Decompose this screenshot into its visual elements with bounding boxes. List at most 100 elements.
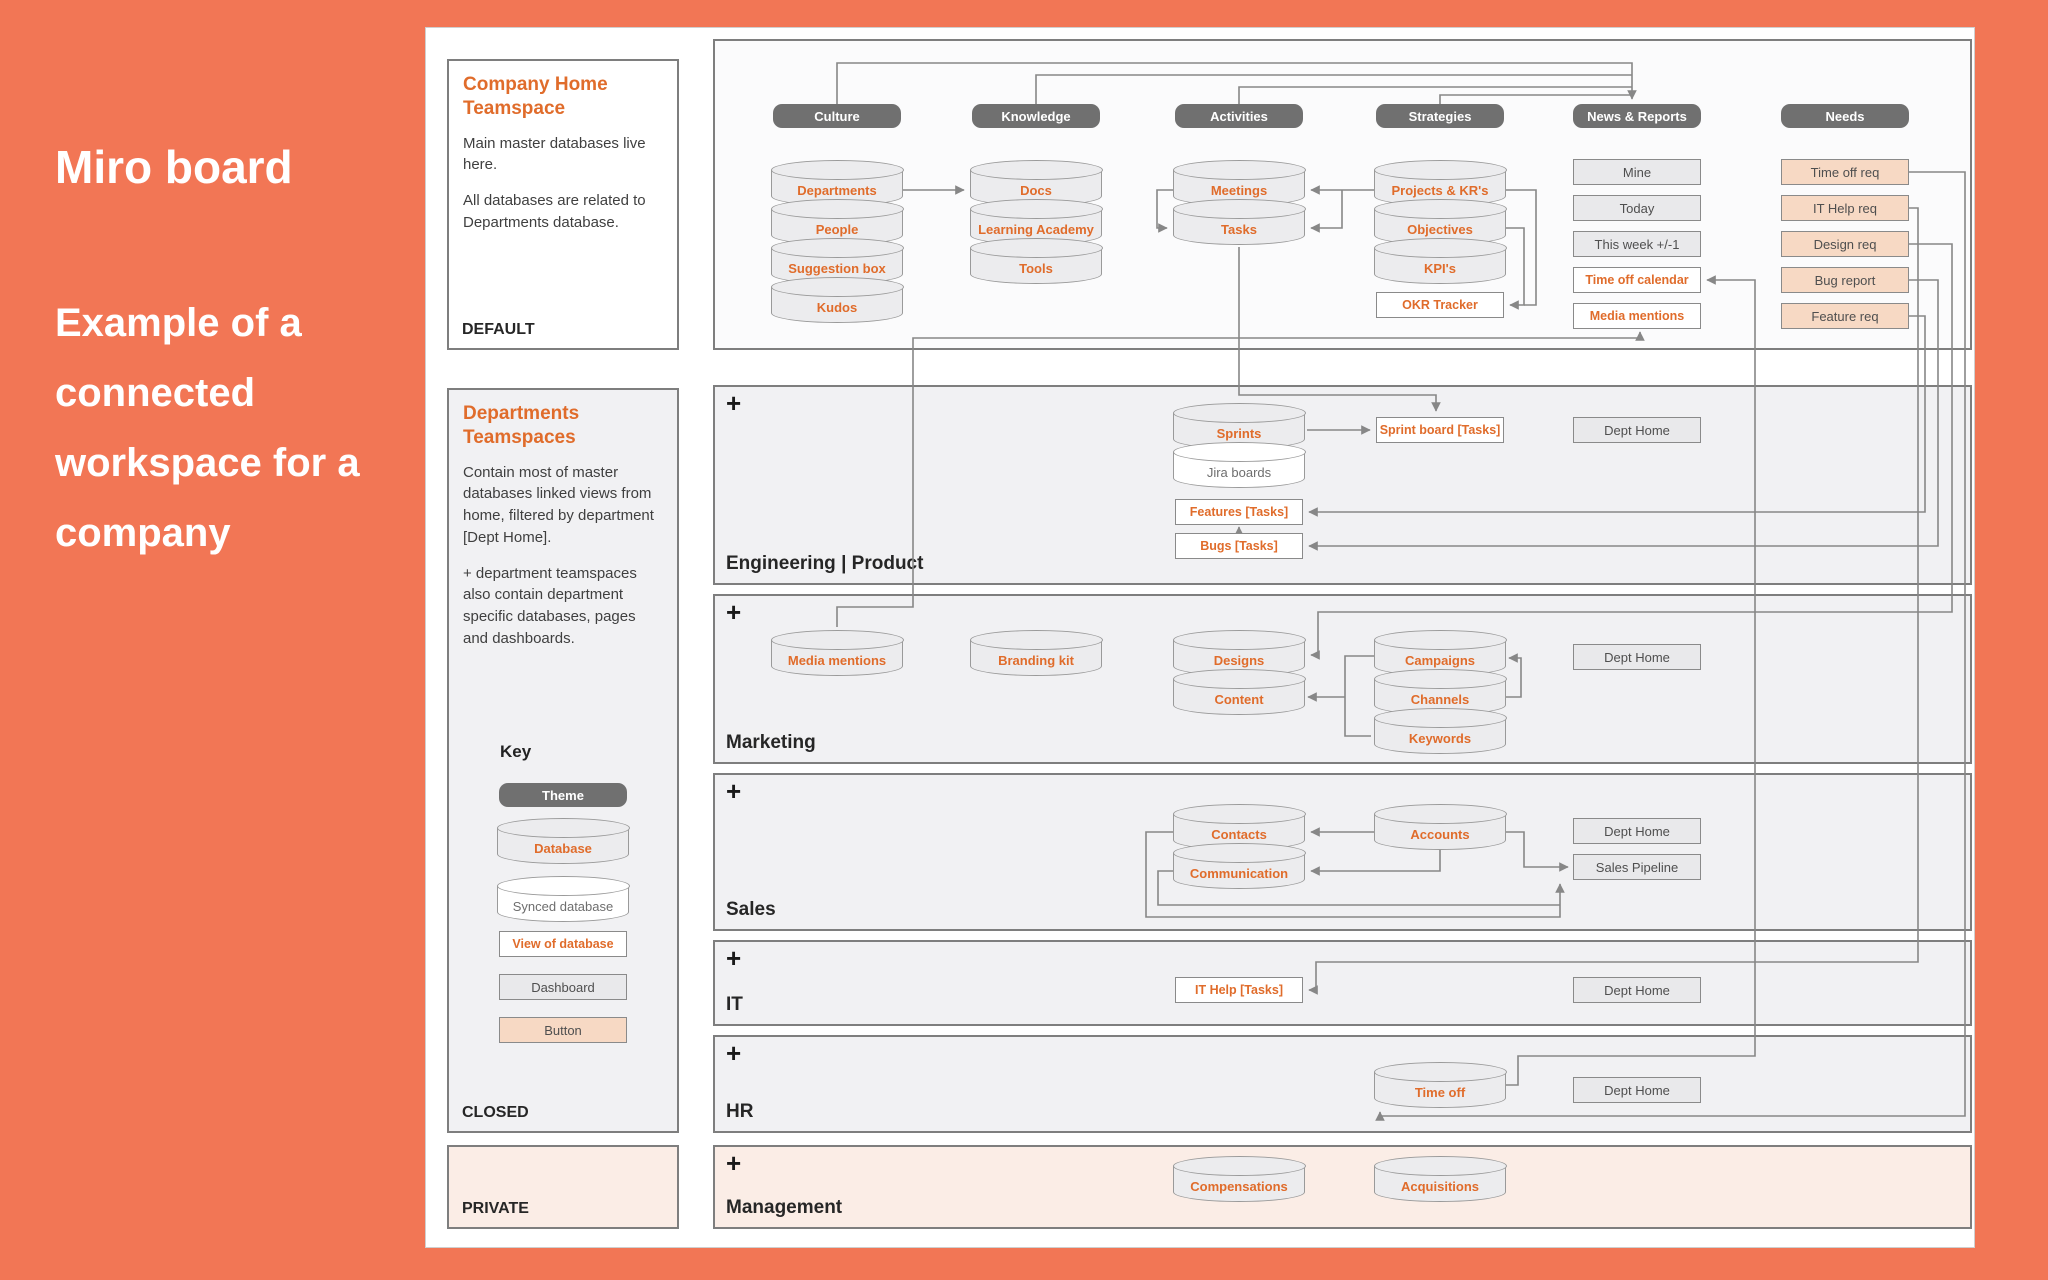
theme-culture[interactable]: Culture [773,104,901,128]
database-content[interactable]: Content [1172,669,1306,715]
row-label-management: Management [726,1197,843,1218]
label-mine: Mine [1622,164,1652,180]
frame-company-home[interactable]: Company Home Teamspace Main master datab… [447,59,679,350]
label-knowledge: Knowledge [1001,108,1071,124]
view-okr-tracker[interactable]: OKR Tracker [1376,292,1504,318]
label-dept-home: Dept Home [1604,823,1670,839]
label-theme: Theme [542,787,584,803]
row-label-engineering: Engineering | Product [726,553,924,574]
label-objectives: Objectives [1407,221,1473,237]
database-media-mentions[interactable]: Media mentions [770,630,904,676]
label-meetings: Meetings [1210,182,1268,198]
database-meetings[interactable]: Meetings [1172,160,1306,206]
button-design-req[interactable]: Design req [1781,231,1909,257]
database-compensations[interactable]: Compensations [1172,1156,1306,1202]
label-sprints: Sprints [1216,425,1262,441]
theme-needs[interactable]: Needs [1781,104,1909,128]
page-title: Miro board [55,141,293,193]
frame-engineering-product[interactable]: + Engineering | Product [713,385,1972,585]
plus-icon[interactable]: + [726,1038,742,1068]
view-it-help-tasks[interactable]: IT Help [Tasks] [1175,977,1303,1003]
database-time-off[interactable]: Time off [1373,1062,1507,1108]
frame-marketing[interactable]: + Marketing [713,594,1972,764]
database-acquisitions[interactable]: Acquisitions [1373,1156,1507,1202]
button-time-off-req[interactable]: Time off req [1781,159,1909,185]
database-communication[interactable]: Communication [1172,843,1306,889]
database-docs[interactable]: Docs [969,160,1103,206]
button-bug-report[interactable]: Bug report [1781,267,1909,293]
plus-icon[interactable]: + [726,597,742,627]
label-content: Content [1214,691,1264,707]
label-dept-home: Dept Home [1604,1082,1670,1098]
plus-icon[interactable]: + [726,943,742,973]
theme-theme[interactable]: Theme [499,783,627,807]
label-sprint-board-tasks: Sprint board [Tasks] [1379,423,1501,437]
view-time-off-calendar[interactable]: Time off calendar [1573,267,1701,293]
label-docs: Docs [1020,182,1052,198]
database-kudos[interactable]: Kudos [770,277,904,323]
label-it-help-req: IT Help req [1812,200,1878,216]
button-feature-req[interactable]: Feature req [1781,303,1909,329]
database-departments[interactable]: Departments [770,160,904,206]
dashboard-this-week-1[interactable]: This week +/-1 [1573,231,1701,257]
label-campaigns: Campaigns [1404,652,1476,668]
dashboard-mine[interactable]: Mine [1573,159,1701,185]
frame-private[interactable]: PRIVATE [447,1145,679,1229]
departments-title: Departments Teamspaces [463,403,580,448]
database-tools[interactable]: Tools [969,238,1103,284]
label-channels: Channels [1410,691,1470,707]
label-button: Button [544,1022,582,1038]
label-database: Database [534,840,592,856]
label-dept-home: Dept Home [1604,649,1670,665]
dashboard-dept-home[interactable]: Dept Home [1573,818,1701,844]
synced-database-synced-database[interactable]: Synced database [496,876,630,922]
frame-sales[interactable]: + Sales [713,773,1972,931]
theme-activities[interactable]: Activities [1175,104,1303,128]
view-bugs-tasks[interactable]: Bugs [Tasks] [1175,533,1303,559]
dashboard-today[interactable]: Today [1573,195,1701,221]
theme-knowledge[interactable]: Knowledge [972,104,1100,128]
label-departments: Departments [797,182,877,198]
closed-label: CLOSED [462,1104,529,1121]
view-media-mentions[interactable]: Media mentions [1573,303,1701,329]
frame-it[interactable]: + IT [713,940,1972,1026]
view-sprint-board-tasks[interactable]: Sprint board [Tasks] [1376,417,1504,443]
view-features-tasks[interactable]: Features [Tasks] [1175,499,1303,525]
database-learning-academy[interactable]: Learning Academy [969,199,1103,245]
theme-news-reports[interactable]: News & Reports [1573,104,1701,128]
dashboard-dept-home[interactable]: Dept Home [1573,977,1701,1003]
dashboard-dept-home[interactable]: Dept Home [1573,644,1701,670]
button-it-help-req[interactable]: IT Help req [1781,195,1909,221]
frame-hr[interactable]: + HR [713,1035,1972,1133]
label-bug-report: Bug report [1814,272,1876,288]
dashboard-dept-home[interactable]: Dept Home [1573,1077,1701,1103]
button-button[interactable]: Button [499,1017,627,1043]
label-compensations: Compensations [1190,1178,1288,1194]
database-kpi-s[interactable]: KPI's [1373,238,1507,284]
frame-management[interactable]: + Management [713,1145,1972,1229]
database-accounts[interactable]: Accounts [1373,804,1507,850]
database-tasks[interactable]: Tasks [1172,199,1306,245]
database-branding-kit[interactable]: Branding kit [969,630,1103,676]
label-contacts: Contacts [1211,826,1267,842]
view-view-of-database[interactable]: View of database [499,931,627,957]
label-sales-pipeline: Sales Pipeline [1595,859,1679,875]
label-keywords: Keywords [1408,730,1472,746]
dashboard-dept-home[interactable]: Dept Home [1573,417,1701,443]
synced-database-jira-boards[interactable]: Jira boards [1172,442,1306,488]
plus-icon[interactable]: + [726,388,742,418]
label-today: Today [1619,200,1655,216]
label-tasks: Tasks [1221,221,1257,237]
theme-strategies[interactable]: Strategies [1376,104,1504,128]
company-home-body1: Main master databases live here. [463,134,646,174]
dashboard-sales-pipeline[interactable]: Sales Pipeline [1573,854,1701,880]
frame-departments-teamspaces[interactable]: Departments Teamspaces Contain most of m… [447,388,679,1133]
dashboard-dashboard[interactable]: Dashboard [499,974,627,1000]
plus-icon[interactable]: + [726,1148,742,1178]
label-people: People [815,221,859,237]
plus-icon[interactable]: + [726,776,742,806]
database-database[interactable]: Database [496,818,630,864]
label-it-help-tasks: IT Help [Tasks] [1195,983,1283,997]
database-keywords[interactable]: Keywords [1373,708,1507,754]
